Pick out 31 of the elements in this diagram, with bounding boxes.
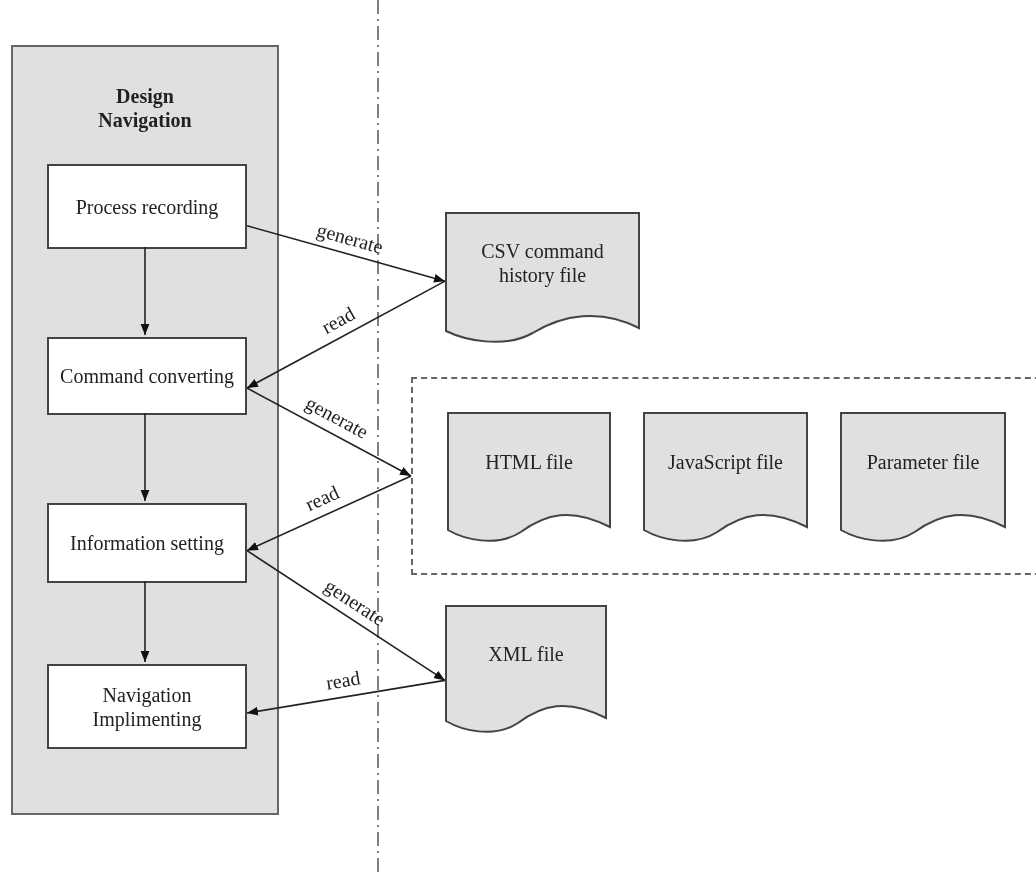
edge-label: generate [314, 217, 386, 259]
arrow [246, 224, 446, 283]
arrow [246, 475, 412, 552]
node-label: CSV command history file [480, 238, 605, 287]
panel-title: Design Navigation [97, 84, 193, 132]
node-label: Information setting [69, 531, 225, 555]
document-shape [447, 412, 611, 544]
process-box [47, 664, 247, 749]
node-label: Command converting [59, 364, 235, 388]
node-label: Parameter file [865, 450, 981, 475]
process-box [47, 164, 247, 249]
arrow [246, 549, 446, 682]
process-box [47, 337, 247, 415]
process-box [47, 503, 247, 583]
swimlane-panel [11, 45, 279, 815]
document-shape [445, 212, 640, 345]
arrow [246, 280, 446, 389]
node-label: XML file [487, 642, 565, 667]
document-shape [840, 412, 1006, 544]
arrow [246, 679, 446, 716]
document-shape [445, 605, 607, 735]
edge-label: read [318, 302, 360, 339]
dashed-group-box [411, 377, 1036, 575]
document-shape [643, 412, 808, 544]
node-label: Process recording [74, 194, 220, 219]
edge-label: read [302, 481, 343, 517]
node-label: JavaScript file [667, 450, 784, 475]
node-label: Navigation Implimenting [91, 682, 203, 731]
node-label: HTML file [484, 450, 574, 475]
edge-label: read [324, 666, 363, 696]
arrow [246, 387, 412, 477]
